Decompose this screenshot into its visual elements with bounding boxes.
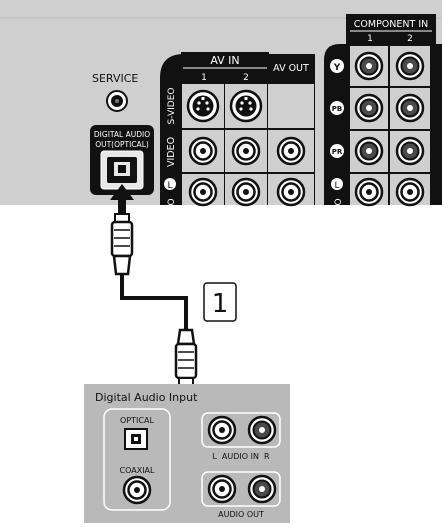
service-label: SERVICE xyxy=(92,72,138,85)
audio-l-jack-1 xyxy=(188,177,218,207)
component-pr-jack-1 xyxy=(354,136,384,166)
receiver-audio-out-r-jack xyxy=(247,474,277,504)
audio-l-label: L xyxy=(167,181,172,191)
step-badge: 1 xyxy=(203,282,237,322)
av-in-ch2: 2 xyxy=(243,73,249,83)
component-audio-jack-2 xyxy=(395,177,425,207)
component-pr-jack-2 xyxy=(395,136,425,166)
pb-label: PB xyxy=(332,105,342,113)
receiver-title: Digital Audio Input xyxy=(95,391,198,404)
video-jack-1 xyxy=(188,136,218,166)
receiver-audio-out-label: AUDIO OUT xyxy=(218,510,264,519)
receiver-optical-port xyxy=(124,428,148,450)
receiver-audio-in-label: L AUDIO IN R xyxy=(212,452,270,461)
receiver-coaxial-label: COAXIAL xyxy=(120,466,156,475)
audio-l-out-jack xyxy=(276,177,306,207)
comp-l-label: L xyxy=(334,181,339,191)
av-jack-panel: AV IN 1 2 AV OUT S-VIDEO VIDEO L O xyxy=(160,52,315,207)
arrow-up-icon xyxy=(110,184,134,214)
av-in-ch1: 1 xyxy=(201,73,207,83)
receiver-audio-in-l-jack xyxy=(207,415,237,445)
receiver-audio-in-r-jack xyxy=(247,415,277,445)
component-ch2: 2 xyxy=(407,34,413,44)
receiver-coaxial-jack xyxy=(122,475,152,505)
tv-back-panel: SERVICE DIGITAL AUDIO OUT(OPTICAL) AV IN… xyxy=(0,0,442,207)
optical-out-port: DIGITAL AUDIO OUT(OPTICAL) xyxy=(90,125,154,195)
video-label: VIDEO xyxy=(166,137,177,167)
receiver-panel: Digital Audio Input OPTICAL COAXIAL L AU… xyxy=(84,384,290,523)
service-port xyxy=(106,90,128,112)
y-label: Y xyxy=(333,63,341,73)
audio-row-label: O xyxy=(167,198,177,205)
step-number: 1 xyxy=(212,289,229,319)
component-y-jack-1 xyxy=(354,51,384,81)
audio-l-jack-2 xyxy=(231,177,261,207)
receiver-optical-label: OPTICAL xyxy=(120,416,154,425)
svideo-label: S-VIDEO xyxy=(167,88,177,125)
av-in-label: AV IN xyxy=(210,54,239,67)
video-out-jack xyxy=(276,136,306,166)
svideo-jack-2 xyxy=(229,89,263,123)
component-jack-panel: COMPONENT IN 1 2 Y PB PR L O xyxy=(324,14,442,207)
optical-out-label-line2: OUT(OPTICAL) xyxy=(95,140,149,149)
component-y-jack-2 xyxy=(395,51,425,81)
component-ch1: 1 xyxy=(367,34,373,44)
optical-out-label-line1: DIGITAL AUDIO xyxy=(94,130,150,139)
receiver-audio-out-l-jack xyxy=(207,474,237,504)
pr-label: PR xyxy=(332,148,343,156)
video-jack-2 xyxy=(231,136,261,166)
svideo-jack-1 xyxy=(186,89,220,123)
av-out-label: AV OUT xyxy=(273,63,309,74)
component-pb-jack-1 xyxy=(354,93,384,123)
component-in-label: COMPONENT IN xyxy=(354,19,428,30)
comp-row-label: O xyxy=(334,198,344,205)
component-pb-jack-2 xyxy=(395,93,425,123)
component-audio-jack-1 xyxy=(354,177,384,207)
